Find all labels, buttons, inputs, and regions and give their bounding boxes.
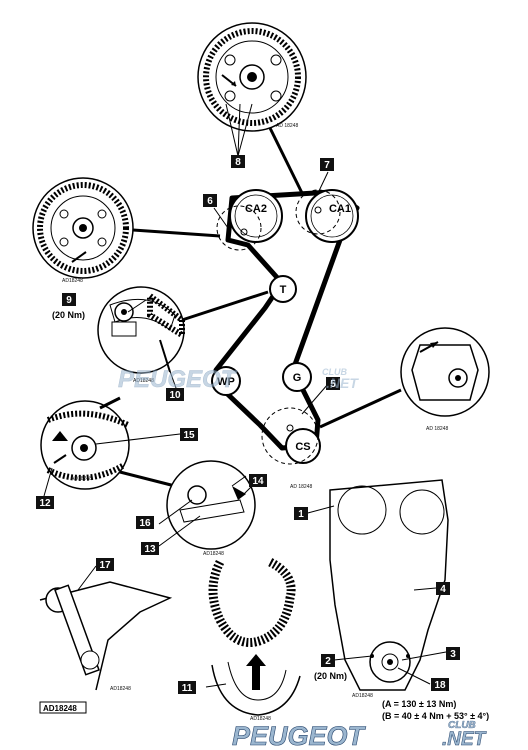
svg-text:CLUB: CLUB bbox=[448, 720, 476, 731]
svg-text:14: 14 bbox=[252, 476, 264, 487]
ref-code-belt: AD18248 bbox=[250, 716, 271, 722]
connector-tensioner-to-t bbox=[181, 290, 269, 322]
detail-tensioner: AD18248 bbox=[97, 286, 185, 384]
callout-8-leaders bbox=[225, 103, 253, 157]
water-pump-pulley: WP bbox=[211, 366, 241, 396]
connector-lower-left-a bbox=[99, 396, 121, 410]
svg-text:13: 13 bbox=[144, 544, 156, 555]
callout-9: 9 bbox=[62, 293, 76, 306]
ref-code-cover: AD18248 bbox=[352, 693, 373, 699]
svg-text:18: 18 bbox=[434, 680, 446, 691]
svg-text:AD18248: AD18248 bbox=[43, 704, 77, 713]
detail-cam-pulley-top: AD 18248 bbox=[197, 22, 307, 132]
connector-left-to-ca2 bbox=[132, 228, 221, 238]
callout-6: 6 bbox=[203, 194, 217, 207]
ref-code-flange: AD 18248 bbox=[426, 426, 448, 432]
svg-text:.NET: .NET bbox=[326, 375, 359, 391]
svg-text:11: 11 bbox=[182, 683, 193, 694]
svg-text:CLUB: CLUB bbox=[322, 367, 347, 377]
callout-4: 4 bbox=[436, 582, 450, 595]
pulley-label-wp: WP bbox=[217, 376, 235, 388]
callout-10: 10 bbox=[166, 388, 184, 401]
ref-code-tensioner: AD18248 bbox=[133, 378, 154, 384]
idler-pulley-g: G bbox=[282, 362, 312, 392]
svg-text:1: 1 bbox=[298, 509, 304, 520]
figure-reference: AD18248 bbox=[39, 701, 87, 714]
crankshaft-sprocket: CS bbox=[285, 424, 321, 464]
callout-5: 5 bbox=[326, 377, 340, 390]
callout-3: 3 bbox=[446, 647, 460, 660]
timing-cover: AD18248 bbox=[329, 479, 449, 699]
torque-9: (20 Nm) bbox=[52, 310, 85, 320]
svg-text:3: 3 bbox=[450, 649, 456, 660]
svg-text:9: 9 bbox=[66, 295, 72, 306]
ref-code-top: AD 18248 bbox=[276, 123, 298, 129]
svg-text:PEUGEOT: PEUGEOT bbox=[118, 366, 238, 393]
connector-lower-left-b bbox=[119, 470, 176, 488]
svg-text:6: 6 bbox=[207, 196, 213, 207]
svg-text:2: 2 bbox=[325, 656, 331, 667]
connector-top-to-ca1 bbox=[268, 127, 305, 196]
callout-15: 15 bbox=[180, 428, 198, 441]
svg-text:17: 17 bbox=[99, 560, 111, 571]
camshaft-pulley-ca2: CA2 bbox=[229, 189, 283, 243]
svg-text:7: 7 bbox=[324, 160, 330, 171]
tensioner-pulley: T bbox=[269, 275, 297, 303]
ref-code-crank: AD 18248 bbox=[290, 484, 312, 490]
reference-circles bbox=[216, 189, 341, 465]
svg-text:12: 12 bbox=[39, 498, 51, 509]
svg-text:15: 15 bbox=[183, 430, 195, 441]
detail-belt: AD18248 bbox=[208, 557, 301, 722]
svg-text:10: 10 bbox=[169, 390, 181, 401]
detail-cam-pulley-left: AD18248 bbox=[32, 177, 134, 284]
ref-code-crank-lock: AD18248 bbox=[203, 551, 224, 557]
svg-text:5: 5 bbox=[330, 379, 336, 390]
callout-16: 16 bbox=[136, 516, 154, 529]
callout-7: 7 bbox=[320, 158, 334, 171]
svg-text:8: 8 bbox=[235, 157, 241, 168]
callout-11: 11 bbox=[178, 681, 196, 694]
svg-text:4: 4 bbox=[440, 584, 446, 595]
ref-code-tool: AD18248 bbox=[110, 686, 131, 692]
callout-12: 12 bbox=[36, 496, 54, 509]
callout-13: 13 bbox=[141, 542, 159, 555]
callout-18: 18 bbox=[431, 678, 449, 691]
torque-2: (20 Nm) bbox=[314, 671, 347, 681]
pulley-label-g: G bbox=[293, 372, 302, 384]
detail-crank-lock: AD18248 bbox=[166, 460, 256, 557]
spec-b: (B = 40 ± 4 Nm + 53° ± 4°) bbox=[382, 711, 489, 721]
camshaft-pulley-ca1: CA1 bbox=[305, 189, 359, 243]
pulley-label-cs: CS bbox=[295, 441, 310, 453]
connector-flange-to-cs bbox=[319, 388, 402, 429]
ref-code-lower-left: AD18248 bbox=[71, 476, 92, 482]
callout-17: 17 bbox=[96, 558, 114, 571]
svg-text:PEUGEOT: PEUGEOT bbox=[232, 721, 367, 750]
callout-8: 8 bbox=[231, 155, 245, 168]
svg-text:.NET: .NET bbox=[442, 729, 487, 750]
callout-14: 14 bbox=[249, 474, 267, 487]
pulley-label-ca2: CA2 bbox=[245, 203, 267, 215]
pulley-label-t: T bbox=[280, 284, 287, 296]
detail-tool-17: AD18248 bbox=[39, 581, 173, 692]
svg-text:16: 16 bbox=[139, 518, 151, 529]
ref-code-left-cam: AD18248 bbox=[62, 278, 83, 284]
watermark-middle: PEUGEOT CLUB .NET bbox=[118, 366, 360, 394]
detail-lower-left: AD18248 bbox=[40, 400, 130, 490]
watermark-bottom: PEUGEOT CLUB .NET bbox=[232, 720, 487, 750]
spec-a: (A = 130 ± 13 Nm) bbox=[382, 699, 456, 709]
callout-leaders bbox=[43, 171, 447, 688]
callout-1: 1 bbox=[294, 507, 308, 520]
callout-2: 2 bbox=[321, 654, 335, 667]
detail-crank-flange: AD 18248 bbox=[400, 327, 490, 432]
